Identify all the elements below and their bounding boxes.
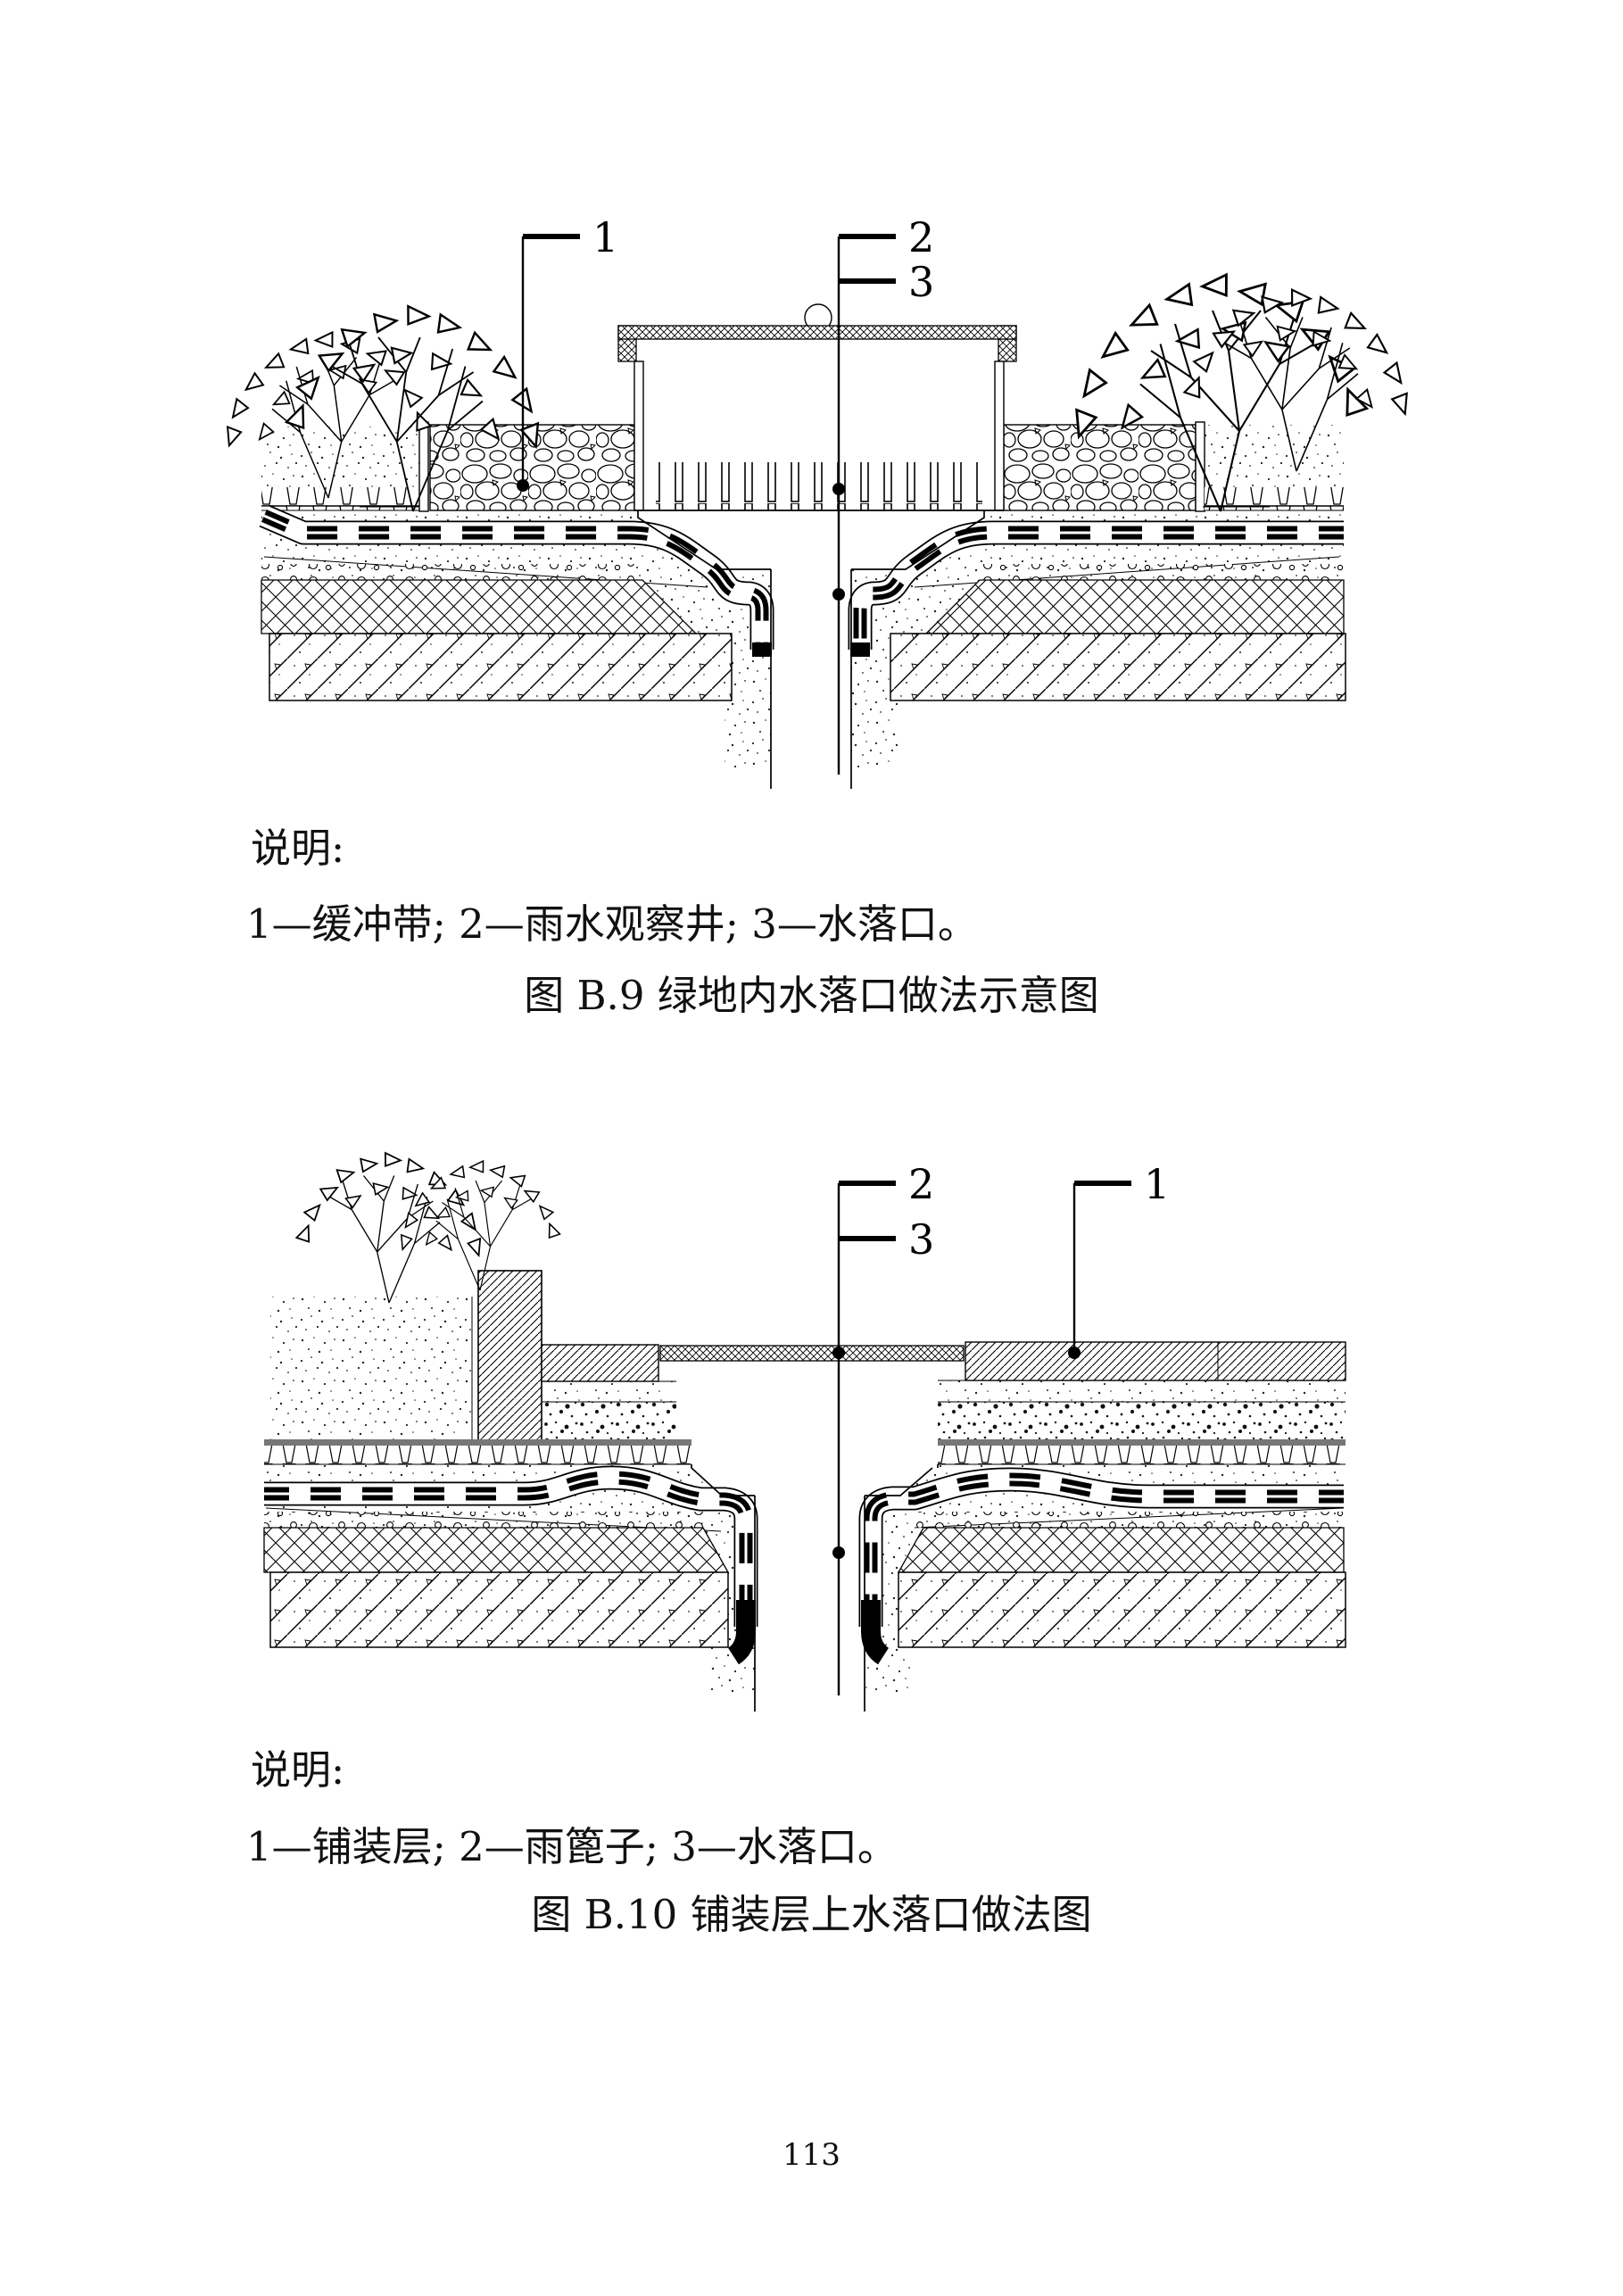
b10-legend-heading: 说明: [251,1746,345,1794]
b10-drainage-board-right [897,1527,1345,1573]
b10-callout-label-2: 2 [908,1160,934,1208]
b9-legend-heading: 说明: [251,825,345,872]
b9-well-cap [617,325,1017,362]
b10-callout-1: 1 [1068,1160,1170,1359]
b10-caption: 图 B.10 铺装层上水落口做法图 [531,1891,1092,1938]
b10-rain-grate [659,1345,965,1362]
b9-well-wall-left [633,361,644,511]
b9-caption: 图 B.9 绿地内水落口做法示意图 [524,972,1099,1019]
b9-waterproof-membrane-right [850,533,1344,657]
b10-callout-label-3: 3 [908,1215,934,1264]
b10-callout-2: 2 [832,1160,934,1695]
b9-buffer-strip-cobbles-right [1003,424,1197,511]
b9-concrete-base-right [890,633,1346,701]
b9-callout-label-1: 1 [592,213,618,261]
b9-waterproof-membrane-left [264,516,772,657]
b10-planting-soil [270,1297,473,1463]
b10-bedding-layers-right [938,1380,1346,1465]
b10-callout-label-1: 1 [1144,1160,1170,1208]
b10-waterproof-membrane-right [871,1480,1344,1665]
b10-concrete-base-left [269,1571,729,1648]
b9-callout-label-2: 2 [908,213,934,261]
b10-soil-fill-left [264,1464,755,1695]
b10-drain-outlet-funnel [691,1464,939,1712]
b9-drainage-board-right [924,579,1345,634]
b9-curb-left [418,421,429,512]
b10-legend-text: 1—铺装层; 2—雨篦子; 3—水落口。 [246,1823,898,1870]
b10-callout-3: 3 [832,1215,934,1559]
b9-callout-label-3: 3 [908,258,934,306]
b9-legend-text: 1—缓冲带; 2—雨水观察井; 3—水落口。 [246,900,978,948]
b10-curb [477,1270,542,1442]
figure-b10-diagram: 2 3 1 [257,1149,1368,1712]
b9-well-grate-comb [656,462,982,510]
b9-drain-outlet-funnel [637,510,985,789]
b10-paving-layer-left [541,1344,659,1382]
b10-waterproof-membrane-left [264,1478,746,1665]
b9-callout-2: 2 [832,213,934,775]
b10-bedding-layers-left [264,1380,691,1465]
b9-callout-3: 3 [832,258,934,601]
b10-paving-layer-right [965,1341,1346,1381]
b9-curb-right [1195,421,1205,512]
figure-b9-diagram: 1 2 3 [257,213,1368,789]
b9-concrete-base-left [269,633,733,701]
b9-callout-1: 1 [517,213,618,492]
b10-soil-fill-right [865,1464,1345,1695]
b9-well-wall-right [994,361,1005,511]
b10-concrete-base-right [898,1571,1346,1648]
b10-drainage-board-left [263,1527,730,1573]
b9-drainage-board-left [261,579,698,634]
b9-inspection-well [617,303,1017,511]
page-number: 113 [783,2137,840,2173]
